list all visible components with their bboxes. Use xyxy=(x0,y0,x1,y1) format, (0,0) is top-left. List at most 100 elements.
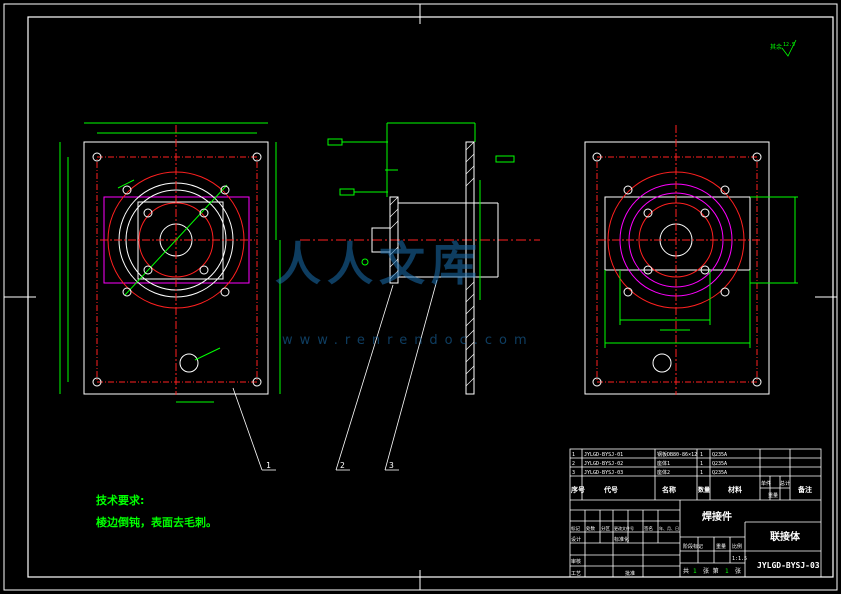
right-plate-outline xyxy=(584,141,770,395)
hole xyxy=(592,377,602,387)
svg-text:重量: 重量 xyxy=(716,543,726,550)
roughness-symbol: 其余 12.5 xyxy=(770,39,797,57)
svg-text:处数: 处数 xyxy=(586,525,595,532)
hole xyxy=(700,265,710,275)
svg-text:Q235A: Q235A xyxy=(712,452,727,458)
hole xyxy=(199,265,209,275)
hole xyxy=(752,377,762,387)
svg-text:1: 1 xyxy=(693,568,697,575)
svg-text:签名: 签名 xyxy=(644,525,653,532)
material-name: 焊接件 xyxy=(702,510,732,523)
svg-text:标记: 标记 xyxy=(571,525,580,532)
hole xyxy=(252,377,262,387)
svg-text:设计: 设计 xyxy=(571,536,581,543)
hole xyxy=(122,287,132,297)
hole xyxy=(143,265,153,275)
svg-text:总计: 总计 xyxy=(780,480,790,487)
right-flange-rect xyxy=(604,196,751,271)
drain-hole xyxy=(179,353,199,373)
watermark-url: www.renrendoc.com xyxy=(282,333,534,348)
svg-text:3: 3 xyxy=(572,470,575,476)
svg-text:JYLGD-BYSJ-01: JYLGD-BYSJ-01 xyxy=(584,452,623,458)
svg-text:钢板DB80-86×12: 钢板DB80-86×12 xyxy=(657,451,697,458)
hole xyxy=(92,152,102,162)
svg-text:1:1.5: 1:1.5 xyxy=(732,556,747,562)
flange-hatch xyxy=(389,196,399,280)
tolerance-frame xyxy=(495,155,515,163)
body-section xyxy=(397,202,467,278)
left-view xyxy=(59,122,281,403)
hole xyxy=(643,208,653,218)
svg-text:12.5: 12.5 xyxy=(783,42,795,48)
svg-text:1: 1 xyxy=(725,568,729,575)
svg-text:Q235A: Q235A xyxy=(712,470,727,476)
assembly-name: 联接体 xyxy=(770,530,801,543)
svg-text:座体1: 座体1 xyxy=(657,460,670,467)
svg-text:名称: 名称 xyxy=(662,485,676,494)
hole xyxy=(592,152,602,162)
svg-text:张: 张 xyxy=(735,567,741,575)
right-view xyxy=(584,125,798,395)
watermark-text: 人人文库 xyxy=(275,237,483,291)
hole xyxy=(92,377,102,387)
hole xyxy=(122,185,132,195)
svg-text:1: 1 xyxy=(700,461,703,467)
tech-req-line-1: 棱边倒钝，表面去毛刺。 xyxy=(96,516,217,529)
drain-hole xyxy=(652,353,672,373)
svg-text:重量: 重量 xyxy=(768,492,778,499)
svg-text:工艺: 工艺 xyxy=(571,571,581,577)
plate-hatch xyxy=(465,141,475,387)
svg-text:座体2: 座体2 xyxy=(657,469,670,476)
hole xyxy=(220,287,230,297)
drawing-number: JYLGD-BYSJ-03 xyxy=(757,561,820,570)
balloon-3: 3 xyxy=(389,461,394,470)
balloon-2: 2 xyxy=(340,461,345,470)
technical-requirements: 技术要求: 棱边倒钝，表面去毛刺。 xyxy=(96,490,217,534)
hole xyxy=(700,208,710,218)
hole xyxy=(720,287,730,297)
svg-text:其余: 其余 xyxy=(770,43,782,51)
svg-text:序号: 序号 xyxy=(570,485,585,494)
balloon-leaders xyxy=(232,279,438,471)
left-diameter-line xyxy=(124,184,228,296)
svg-text:单件: 单件 xyxy=(761,480,771,487)
title-block xyxy=(569,448,822,578)
right-bolt-pattern xyxy=(596,156,758,383)
svg-text:2: 2 xyxy=(572,461,575,467)
hole xyxy=(643,265,653,275)
svg-text:JYLGD-BYSJ-02: JYLGD-BYSJ-02 xyxy=(584,461,623,467)
hole xyxy=(199,208,209,218)
hole xyxy=(220,185,230,195)
svg-text:1: 1 xyxy=(572,452,575,458)
svg-text:共: 共 xyxy=(683,567,689,575)
svg-text:备注: 备注 xyxy=(797,485,812,494)
tolerance-frame xyxy=(339,188,355,196)
svg-text:批准: 批准 xyxy=(625,570,635,577)
hole xyxy=(720,185,730,195)
hole xyxy=(623,185,633,195)
tolerance-frame xyxy=(327,138,343,146)
left-bolt-pattern xyxy=(96,156,258,383)
datum-symbol xyxy=(361,258,369,266)
svg-text:审核: 审核 xyxy=(571,558,581,565)
svg-text:材料: 材料 xyxy=(727,485,742,494)
leader-line xyxy=(117,179,135,189)
middle-view xyxy=(300,122,540,395)
svg-text:Q235A: Q235A xyxy=(712,461,727,467)
svg-text:代号: 代号 xyxy=(603,485,618,494)
boss-section xyxy=(371,227,391,253)
leader-line xyxy=(194,347,221,361)
hole xyxy=(752,152,762,162)
svg-text:1: 1 xyxy=(700,470,703,476)
svg-text:阶段标记: 阶段标记 xyxy=(683,543,703,550)
svg-text:分区: 分区 xyxy=(601,525,610,532)
hole xyxy=(623,287,633,297)
svg-text:张 第: 张 第 xyxy=(703,567,719,575)
hole xyxy=(252,152,262,162)
svg-text:JYLGD-BYSJ-03: JYLGD-BYSJ-03 xyxy=(584,470,623,476)
svg-text:标准化: 标准化 xyxy=(614,536,629,543)
svg-text:更改文件号: 更改文件号 xyxy=(614,525,634,531)
tech-req-title: 技术要求: xyxy=(96,494,145,507)
svg-text:比例: 比例 xyxy=(732,543,742,550)
